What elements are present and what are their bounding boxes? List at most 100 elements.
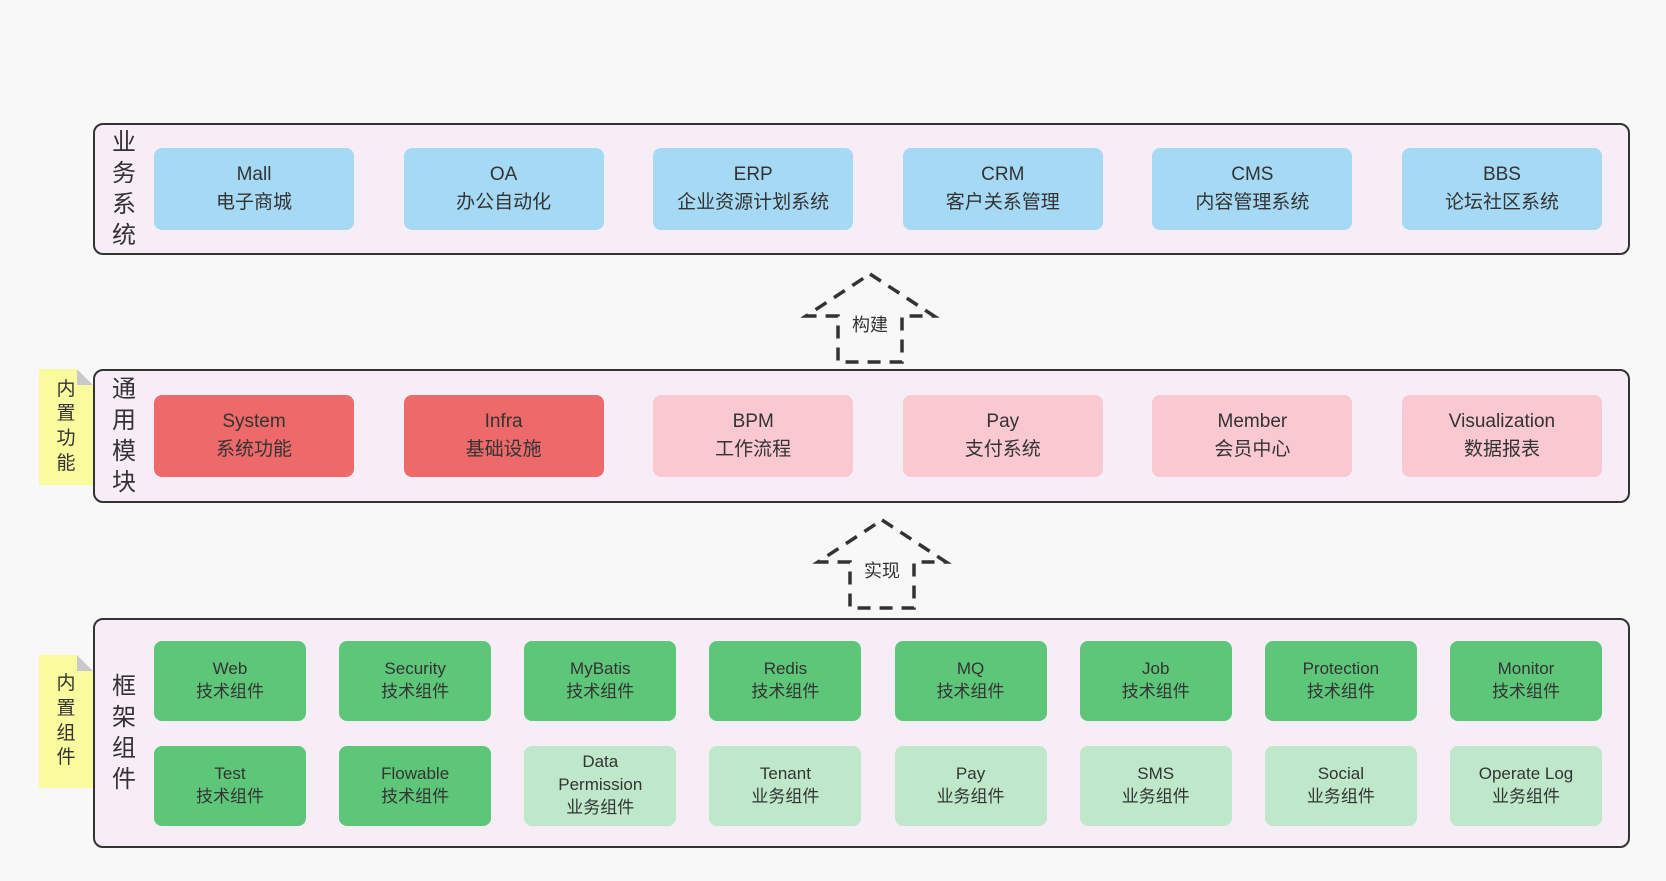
box-subtitle: 内容管理系统 (1195, 192, 1310, 213)
arrow-implement: 实现 (812, 516, 952, 612)
box-title: Social (1317, 763, 1364, 783)
box-subtitle: 电子商城 (215, 192, 292, 213)
box-subtitle: 技术组件 (381, 786, 450, 806)
box-redis: Redis 技术组件 (709, 640, 862, 721)
sticky-note-built-in-features: 内置功能 (39, 369, 93, 485)
sticky-note-label: 内置组件 (56, 672, 75, 771)
folded-corner-icon (77, 655, 93, 671)
box-title: Job (1141, 658, 1170, 678)
sticky-note-label-char: 组 (56, 722, 76, 744)
box-protection: Protection 技术组件 (1264, 640, 1417, 721)
sticky-note-built-in-components: 内置组件 (39, 655, 93, 788)
box-subtitle: 技术组件 (1121, 681, 1190, 701)
box-subtitle: 技术组件 (381, 681, 450, 701)
sticky-note-label-char: 内 (56, 673, 76, 695)
box-flowable: Flowable 技术组件 (339, 745, 492, 826)
box-title: System (222, 411, 286, 433)
band-label-char: 框 (112, 672, 136, 700)
box-operate-log: Operate Log 业务组件 (1449, 745, 1602, 826)
box-title: Pay (986, 411, 1020, 433)
box-subtitle: 技术组件 (1491, 681, 1560, 701)
box-title: MQ (956, 658, 985, 678)
box-subtitle: 技术组件 (1306, 681, 1375, 701)
box-sms: SMS 业务组件 (1079, 745, 1232, 826)
box-title: ERP (733, 164, 773, 186)
box-subtitle: 支付系统 (964, 439, 1041, 460)
box-title: Security (384, 658, 446, 678)
box-title: Mall (236, 164, 272, 186)
box-title: Web (212, 658, 248, 678)
box-oa: OA 办公自动化 (403, 148, 604, 230)
sticky-note-label-char: 置 (56, 403, 76, 425)
box-subtitle: 技术组件 (196, 786, 264, 806)
box-subtitle: 办公自动化 (456, 192, 552, 213)
box-pay: Pay 支付系统 (902, 395, 1103, 477)
box-subtitle: 业务组件 (751, 786, 820, 806)
band-label-framework-components: 框架组件 (110, 671, 138, 796)
sticky-note-label-char: 置 (56, 697, 76, 719)
sticky-note-label-char: 功 (56, 428, 76, 449)
band-label-char: 模 (112, 438, 136, 465)
band-label-char: 块 (112, 469, 136, 497)
band-label-char: 业 (112, 128, 136, 156)
box-subtitle: 企业资源计划系统 (677, 192, 830, 213)
sticky-note-label-char: 能 (56, 452, 76, 474)
box-monitor: Monitor 技术组件 (1449, 640, 1602, 721)
band-label-char: 组 (112, 735, 136, 762)
box-title: SMS (1137, 763, 1175, 783)
box-title: MyBatis (570, 658, 631, 678)
box-subtitle: 会员中心 (1214, 439, 1291, 460)
box-title: OA (489, 164, 518, 186)
band-label-char: 通 (112, 375, 136, 403)
box-title: Protection (1302, 658, 1380, 678)
box-subtitle: 基础设施 (465, 439, 542, 460)
box-job: Job 技术组件 (1079, 640, 1232, 721)
box-title: Infra (484, 411, 523, 433)
box-title: Test (214, 763, 246, 783)
band-label-char: 件 (112, 766, 136, 794)
sticky-note-label: 内置功能 (56, 378, 75, 477)
sticky-note-label-char: 件 (56, 747, 76, 769)
box-subtitle: 技术组件 (566, 681, 635, 701)
box-tenant: Tenant 业务组件 (709, 745, 862, 826)
box-subtitle: 业务组件 (936, 786, 1005, 806)
box-title: Monitor (1497, 658, 1555, 678)
box-erp: ERP 企业资源计划系统 (653, 148, 854, 230)
box-title: Redis (763, 658, 808, 678)
box-subtitle: 工作流程 (715, 439, 792, 460)
box-subtitle: 业务组件 (1121, 786, 1190, 806)
band-label-char: 务 (112, 159, 136, 187)
box-subtitle: 业务组件 (1491, 786, 1560, 806)
box-subtitle: 系统功能 (215, 439, 292, 460)
arrow-implement-label: 实现 (860, 555, 904, 584)
box-social: Social 业务组件 (1264, 745, 1417, 826)
box-title: Data Permission (558, 752, 643, 795)
box-subtitle: 论坛社区系统 (1444, 192, 1559, 213)
box-system: System 系统功能 (154, 395, 354, 477)
box-subtitle: 业务组件 (1306, 786, 1375, 806)
box-mybatis: MyBatis 技术组件 (524, 640, 677, 721)
band-label-common-modules: 通用模块 (110, 374, 138, 499)
box-subtitle: 技术组件 (196, 681, 264, 701)
box-title: Operate Log (1478, 763, 1574, 783)
box-title: Tenant (759, 763, 811, 783)
box-security: Security 技术组件 (339, 640, 492, 721)
box-title: Flowable (381, 763, 450, 783)
box-title: CMS (1231, 164, 1274, 186)
box-subtitle: 技术组件 (751, 681, 820, 701)
band-label-char: 统 (112, 222, 136, 250)
